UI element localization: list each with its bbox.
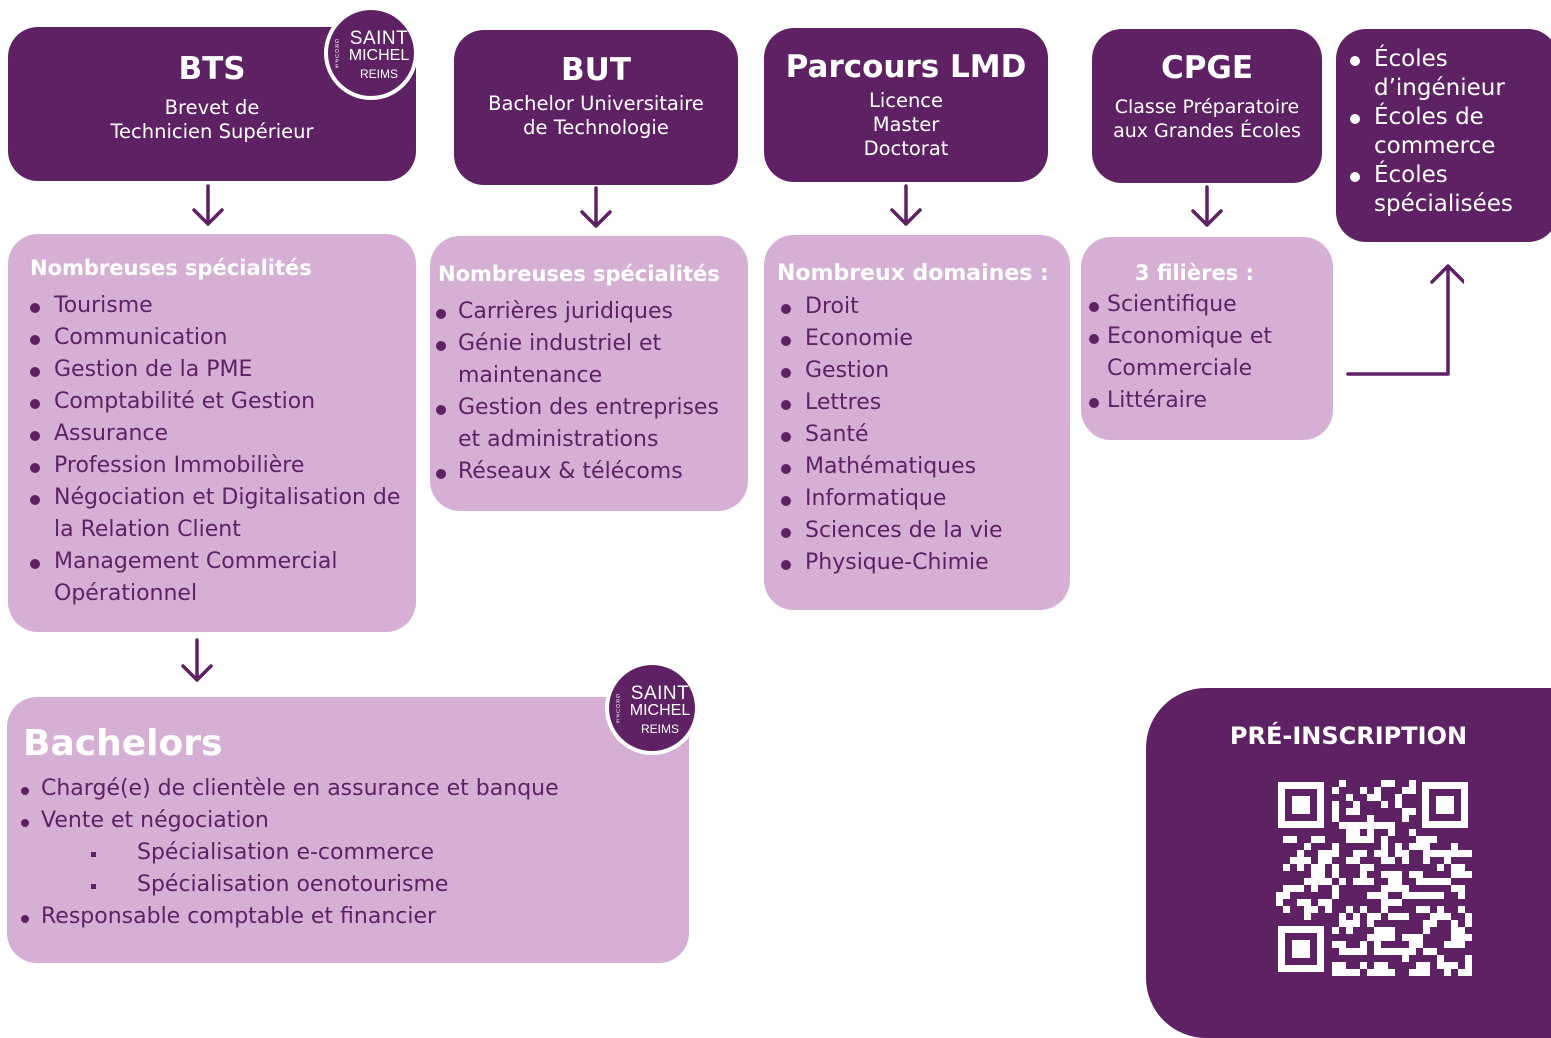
cpge-item: Economique et Commerciale (1089, 321, 1317, 385)
lmd-specialties: Nombreux domaines : Droit Economie Gesti… (764, 235, 1070, 610)
bachelors-item: Responsable comptable et financier (21, 901, 689, 933)
bachelors-item: Vente et négociation (21, 805, 689, 837)
ecoles-item: Écoles de commerce (1350, 103, 1551, 161)
but-item: Gestion des entreprises et administratio… (436, 392, 742, 456)
but-item: Réseaux & télécoms (436, 456, 742, 488)
bts-title: BTS (178, 51, 246, 87)
but-item: Carrières juridiques (436, 296, 742, 328)
lmd-item: Gestion (781, 355, 1070, 387)
ecoles-box: Écoles d’ingénieur Écoles de commerce Éc… (1336, 29, 1551, 242)
lmd-item: Sciences de la vie (781, 515, 1070, 547)
but-subtitle: Bachelor Universitaire de Technologie (488, 92, 704, 139)
bts-item: Comptabilité et Gestion (30, 386, 414, 418)
cpge-item: Scientifique (1089, 289, 1317, 321)
bts-subtitle: Brevet de Technicien Supérieur (110, 96, 314, 143)
arrow-down-icon (181, 638, 213, 682)
bts-item: Tourisme (30, 290, 414, 322)
lmd-item: Informatique (781, 483, 1070, 515)
but-item: Génie industriel et maintenance (436, 328, 678, 392)
cpge-title: CPGE (1160, 50, 1254, 86)
bachelors-sub-item: Spécialisation e-commerce (91, 837, 689, 869)
bts-spec-title: Nombreuses spécialités (30, 256, 312, 280)
logo-line3: REIMS (640, 722, 679, 736)
lmd-header: Parcours LMD Licence Master Doctorat (764, 28, 1048, 182)
lmd-item: Santé (781, 419, 1070, 451)
but-specialties: Nombreuses spécialités Carrières juridiq… (430, 236, 748, 511)
arrow-down-icon (192, 184, 224, 226)
ecoles-item: Écoles spécialisées (1350, 161, 1551, 219)
logo-line1: SAINT (630, 683, 690, 704)
bts-specialties: Nombreuses spécialités Tourisme Communic… (8, 234, 416, 632)
lmd-spec-title: Nombreux domaines : (777, 261, 1049, 286)
lmd-item: Lettres (781, 387, 1070, 419)
qr-code-icon[interactable] (1276, 780, 1472, 976)
preinscription-title: PRÉ-INSCRIPTION (1229, 722, 1468, 750)
bts-item: Gestion de la PME (30, 354, 414, 386)
bts-item: Profession Immobilière (30, 450, 414, 482)
saint-michel-logo: GROUPE SAINT MICHEL REIMS (324, 6, 418, 100)
but-title: BUT (561, 52, 631, 88)
lmd-item: Mathématiques (781, 451, 1070, 483)
logo-line2: MICHEL (629, 702, 691, 719)
cpge-header: CPGE Classe Préparatoire aux Grandes Éco… (1092, 29, 1322, 183)
logo-line3: REIMS (359, 67, 398, 81)
arrow-down-icon (1191, 185, 1223, 227)
lmd-item: Droit (781, 291, 1070, 323)
bachelors-item: Chargé(e) de clientèle en assurance et b… (21, 773, 689, 805)
arrow-elbow-up-icon (1346, 264, 1464, 376)
bts-item: Management Commercial Opérationnel (30, 546, 374, 610)
bachelors-title: Bachelors (23, 723, 223, 764)
bts-item: Assurance (30, 418, 414, 450)
but-header: BUT Bachelor Universitaire de Technologi… (454, 30, 738, 185)
lmd-subtitle: Licence Master Doctorat (863, 89, 949, 160)
cpge-spec-title: 3 filières : (1135, 261, 1254, 285)
bachelors-sub-item: Spécialisation oenotourisme (91, 869, 689, 901)
lmd-title: Parcours LMD (785, 49, 1027, 85)
bts-item: Communication (30, 322, 414, 354)
bachelors-box: Bachelors Chargé(e) de clientèle en assu… (7, 697, 689, 963)
cpge-subtitle: Classe Préparatoire aux Grandes Écoles (1113, 96, 1301, 142)
lmd-item: Economie (781, 323, 1070, 355)
logo-line2: MICHEL (348, 47, 410, 64)
ecoles-item: Écoles d’ingénieur (1350, 45, 1551, 103)
logo-group-text: GROUPE (335, 39, 339, 70)
arrow-down-icon (890, 184, 922, 226)
arrow-down-icon (580, 186, 612, 228)
preinscription-box: PRÉ-INSCRIPTION (1146, 688, 1551, 1038)
but-spec-title: Nombreuses spécialités (438, 262, 720, 286)
saint-michel-logo: GROUPE SAINT MICHEL REIMS (605, 661, 699, 755)
logo-line1: SAINT (349, 28, 409, 49)
lmd-item: Physique-Chimie (781, 547, 1070, 579)
logo-group-text: GROUPE (616, 694, 620, 725)
cpge-specialties: 3 filières : Scientifique Economique et … (1081, 237, 1333, 440)
bts-item: Négociation et Digitalisation de la Rela… (30, 482, 412, 546)
cpge-item: Littéraire (1089, 385, 1317, 417)
